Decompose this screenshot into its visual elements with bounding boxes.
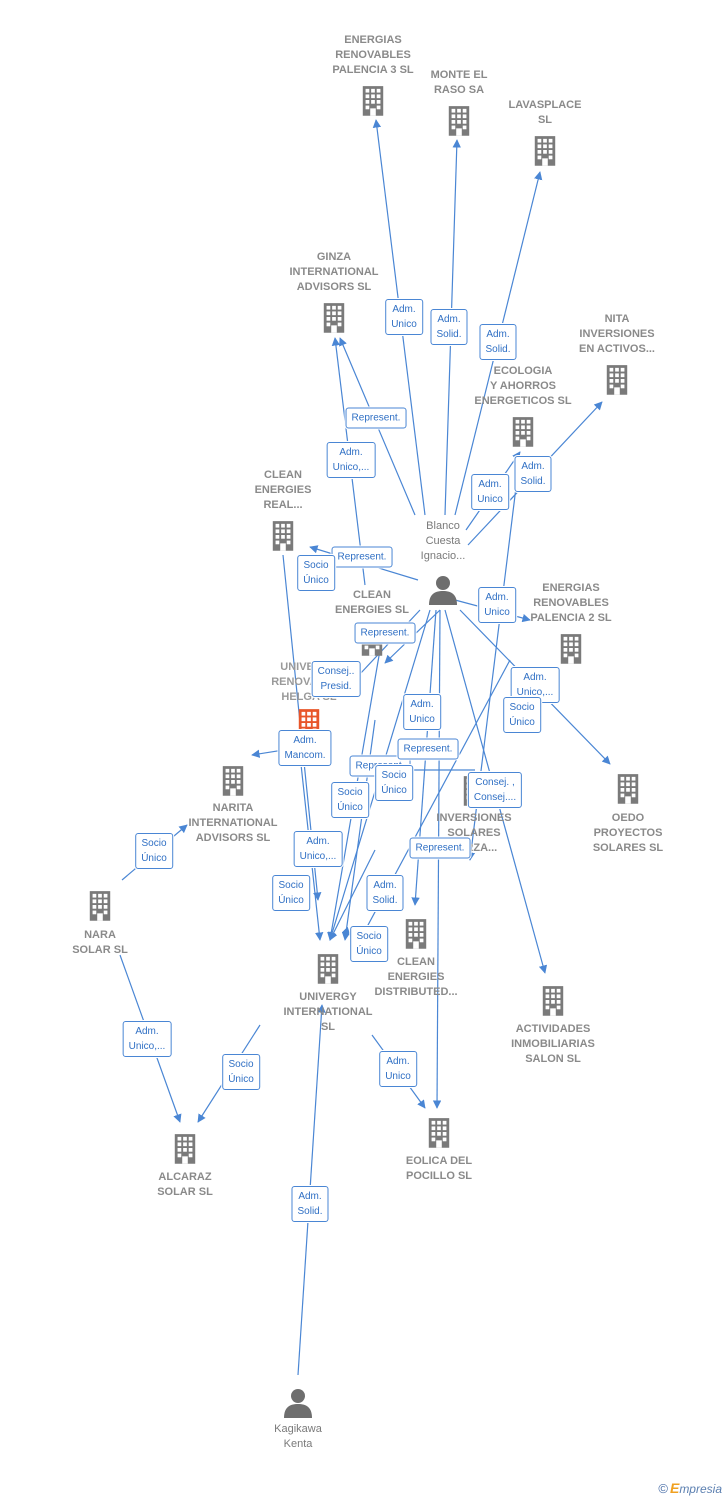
building-icon[interactable]: [362, 86, 384, 116]
relation-label[interactable]: Adm. Solid.: [479, 324, 517, 360]
relation-label[interactable]: Represent.: [354, 622, 416, 644]
relation-label[interactable]: Adm. Unico,...: [122, 1021, 172, 1057]
relation-label[interactable]: Socio Único: [272, 875, 310, 911]
relation-label[interactable]: Socio Único: [331, 782, 369, 818]
node-label-erp3[interactable]: ENERGIAS RENOVABLES PALENCIA 3 SL: [332, 34, 414, 76]
relation-label[interactable]: Socio Único: [297, 555, 335, 591]
building-icon[interactable]: [272, 521, 294, 551]
relation-label[interactable]: Socio Único: [135, 833, 173, 869]
person-icon[interactable]: [429, 576, 457, 605]
relation-label[interactable]: Adm. Solid.: [514, 456, 552, 492]
node-label-eolica[interactable]: EOLICA DEL POCILLO SL: [405, 1155, 473, 1182]
building-icon[interactable]: [405, 919, 427, 949]
node-label-blanco[interactable]: Blanco Cuesta Ignacio...: [420, 520, 466, 562]
brand-logo: ©Empresia: [658, 1480, 722, 1496]
node-label-cer[interactable]: CLEAN ENERGIES REAL...: [254, 469, 312, 511]
relation-label[interactable]: Adm. Unico: [385, 299, 423, 335]
node-label-lavas[interactable]: LAVASPLACE SL: [508, 99, 582, 126]
relation-label[interactable]: Adm. Solid.: [430, 309, 468, 345]
relation-edge: [329, 849, 376, 941]
building-icon[interactable]: [428, 1118, 450, 1148]
building-icon[interactable]: [323, 303, 345, 333]
node-label-actv[interactable]: ACTIVIDADES INMOBILIARIAS SALON SL: [511, 1023, 595, 1065]
node-label-ced[interactable]: CLEAN ENERGIES DISTRIBUTED...: [374, 956, 458, 998]
building-icon[interactable]: [560, 634, 582, 664]
relation-label[interactable]: Socio Único: [222, 1054, 260, 1090]
relation-label[interactable]: Adm. Mancom.: [278, 730, 332, 766]
relation-edge: [432, 609, 442, 1109]
relation-label[interactable]: Represent.: [409, 837, 471, 859]
brand-initial: E: [669, 1480, 680, 1496]
building-icon[interactable]: [174, 1134, 196, 1164]
building-icon[interactable]: [317, 954, 339, 984]
node-label-erp2[interactable]: ENERGIAS RENOVABLES PALENCIA 2 SL: [530, 582, 612, 624]
building-icon[interactable]: [89, 891, 111, 921]
node-label-nita[interactable]: NITA INVERSIONES EN ACTIVOS...: [579, 313, 655, 355]
building-icon[interactable]: [222, 766, 244, 796]
building-icon[interactable]: [542, 986, 564, 1016]
node-label-kagi[interactable]: Kagikawa Kenta: [274, 1423, 322, 1450]
node-label-alca[interactable]: ALCARAZ SOLAR SL: [157, 1171, 213, 1198]
relation-label[interactable]: Adm. Unico: [403, 694, 441, 730]
building-icon[interactable]: [617, 774, 639, 804]
node-label-uint[interactable]: UNIVERGY INTERNATIONAL SL: [283, 991, 373, 1033]
node-label-ginza[interactable]: GINZA INTERNATIONAL ADVISORS SL: [289, 251, 379, 293]
person-icon[interactable]: [284, 1389, 312, 1418]
relation-label[interactable]: Adm. Unico: [471, 474, 509, 510]
node-label-monte[interactable]: MONTE EL RASO SA: [430, 69, 488, 96]
node-label-ces[interactable]: CLEAN ENERGIES SL: [335, 589, 409, 616]
node-label-narita[interactable]: NARITA INTERNATIONAL ADVISORS SL: [188, 802, 278, 844]
relation-label[interactable]: Adm. Solid.: [291, 1186, 329, 1222]
node-label-oedo[interactable]: OEDO PROYECTOS SOLARES SL: [592, 812, 664, 854]
building-icon[interactable]: [606, 365, 628, 395]
relation-label[interactable]: Adm. Unico: [379, 1051, 417, 1087]
relation-label[interactable]: Adm. Solid.: [366, 875, 404, 911]
relation-label[interactable]: Socio Único: [350, 926, 388, 962]
relation-label[interactable]: Adm. Unico,...: [293, 831, 343, 867]
copyright-symbol: ©: [658, 1481, 668, 1496]
relation-label[interactable]: Adm. Unico,...: [326, 442, 376, 478]
relation-label[interactable]: Socio Único: [503, 697, 541, 733]
relation-label[interactable]: Represent.: [345, 407, 407, 429]
node-label-ecol[interactable]: ECOLOGIA Y AHORROS ENERGETICOS SL: [474, 365, 572, 407]
building-icon[interactable]: [534, 136, 556, 166]
building-icon[interactable]: [448, 106, 470, 136]
building-icon[interactable]: [512, 417, 534, 447]
relation-label[interactable]: Adm. Unico: [478, 587, 516, 623]
relation-label[interactable]: Consej. , Consej....: [467, 772, 523, 808]
relation-label[interactable]: Consej.. Presid.: [311, 661, 361, 697]
brand-name: mpresia: [679, 1482, 722, 1496]
relation-label[interactable]: Socio Único: [375, 765, 413, 801]
relation-label[interactable]: Represent.: [397, 738, 459, 760]
relation-edge: [341, 926, 351, 936]
relation-label[interactable]: Represent.: [331, 546, 393, 568]
node-label-nara[interactable]: NARA SOLAR SL: [72, 929, 128, 956]
